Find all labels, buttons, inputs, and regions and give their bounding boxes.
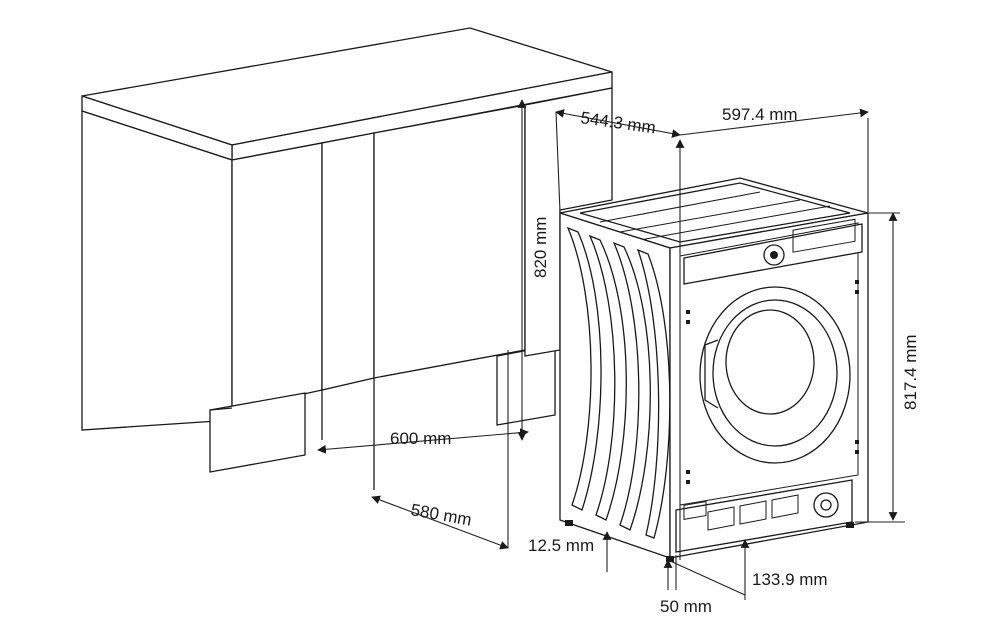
door-inner-ring (712, 299, 838, 447)
door-glass (725, 309, 815, 415)
cabinet-side-panel (81, 110, 233, 431)
label-width-top: 597.4 mm (722, 105, 798, 124)
display-panel (792, 218, 856, 253)
label-niche-width: 600 mm (390, 429, 451, 448)
side-rib (588, 234, 627, 521)
drain-filter-cap (813, 492, 839, 518)
kitchen-cabinet (81, 27, 613, 490)
side-rib (566, 226, 602, 511)
dim-line-544 (555, 109, 681, 138)
foot (666, 556, 674, 562)
side-rib (612, 241, 651, 531)
dimension-lines (317, 99, 905, 600)
label-plinth-depth: 133.9 mm (752, 570, 828, 589)
dim-line-600 (317, 428, 529, 454)
foot (846, 522, 854, 528)
program-knob[interactable] (763, 244, 785, 266)
dim-line-597 (679, 108, 869, 136)
side-rib (636, 248, 671, 539)
left-cabinet-front (231, 142, 323, 411)
label-front-offset: 50 mm (660, 597, 712, 616)
right-plinth (496, 344, 556, 426)
label-machine-height: 817.4 mm (901, 334, 920, 410)
left-plinth (209, 392, 306, 473)
washing-machine (559, 177, 869, 562)
niche-back-panel (373, 104, 526, 379)
door-outer-ring (699, 286, 851, 464)
mounting-marks (686, 280, 859, 484)
foot (565, 520, 573, 526)
dim-line-580 (371, 495, 509, 550)
door-hinge (704, 339, 719, 409)
plinth-slots (707, 494, 799, 531)
label-foot-gap: 12.5 mm (528, 536, 594, 555)
niche-inner-wall (321, 132, 375, 391)
label-niche-depth: 580 mm (409, 500, 473, 529)
label-niche-height: 820 mm (531, 217, 550, 278)
